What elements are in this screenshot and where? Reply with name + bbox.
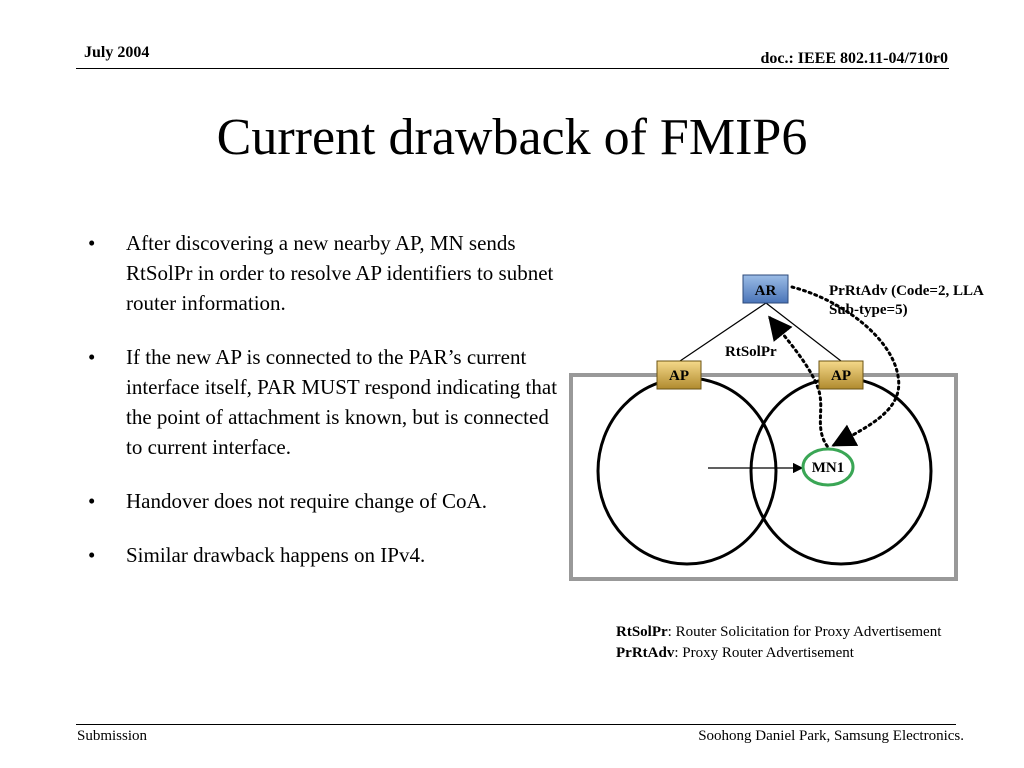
abbreviation-legend: RtSolPr: Router Solicitation for Proxy A… xyxy=(616,622,941,664)
legend-row-prrtadv: PrRtAdv: Proxy Router Advertisement xyxy=(616,643,941,664)
prrtadv-label-line-2: Sub-type=5) xyxy=(829,302,908,318)
mobile-node xyxy=(801,447,855,487)
bullet-list: • After discovering a new nearby AP, MN s… xyxy=(88,228,558,594)
bullet-glyph: • xyxy=(88,543,96,567)
legend-term: RtSolPr xyxy=(616,624,668,640)
mobile-node-label: MN1 xyxy=(812,460,845,476)
rtsolpr-message-path xyxy=(768,315,833,453)
access-point-left-label: AP xyxy=(669,368,689,384)
access-point-right-label: AP xyxy=(831,368,851,384)
header-divider xyxy=(76,68,949,69)
access-point-left-box xyxy=(656,360,702,390)
bullet-item: • Similar drawback happens on IPv4. xyxy=(88,540,558,570)
subnet-boundary xyxy=(569,373,958,581)
footer-submission: Submission xyxy=(77,728,148,744)
footer-author: Soohong Daniel Park, Samsung Electronics… xyxy=(698,728,964,744)
coverage-area-left xyxy=(596,376,778,566)
bullet-text: After discovering a new nearby AP, MN se… xyxy=(126,231,554,315)
header-date: July 2004 xyxy=(84,44,150,61)
footer-divider xyxy=(76,724,956,725)
bullet-glyph: • xyxy=(88,489,96,513)
header-doc-id: doc.: IEEE 802.11-04/710r0 xyxy=(760,50,948,67)
access-router-box xyxy=(742,274,789,304)
prrtadv-label-line-1: PrRtAdv (Code=2, LLA xyxy=(829,283,984,299)
slide-title: Current drawback of FMIP6 xyxy=(216,109,808,166)
bullet-text: Handover does not require change of CoA. xyxy=(126,489,487,513)
bullet-item: • After discovering a new nearby AP, MN s… xyxy=(88,228,558,318)
access-router-label: AR xyxy=(755,283,777,299)
legend-row-rtsolpr: RtSolPr: Router Solicitation for Proxy A… xyxy=(616,622,941,643)
legend-definition: : Router Solicitation for Proxy Advertis… xyxy=(667,624,942,640)
bullet-text: Similar drawback happens on IPv4. xyxy=(126,543,426,567)
legend-definition: : Proxy Router Advertisement xyxy=(674,645,854,661)
bullet-item: • Handover does not require change of CoA… xyxy=(88,486,558,516)
prrtadv-message-path xyxy=(790,285,901,447)
legend-term: PrRtAdv xyxy=(616,645,675,661)
bullet-glyph: • xyxy=(88,231,96,255)
link-ar-ap-right xyxy=(765,302,842,362)
rtsolpr-label: RtSolPr xyxy=(725,344,777,360)
link-ar-ap-left xyxy=(679,302,767,362)
bullet-item: • If the new AP is connected to the PAR’s… xyxy=(88,342,558,462)
bullet-text: If the new AP is connected to the PAR’s … xyxy=(126,345,558,459)
access-point-right-box xyxy=(818,360,864,390)
bullet-glyph: • xyxy=(88,345,96,369)
